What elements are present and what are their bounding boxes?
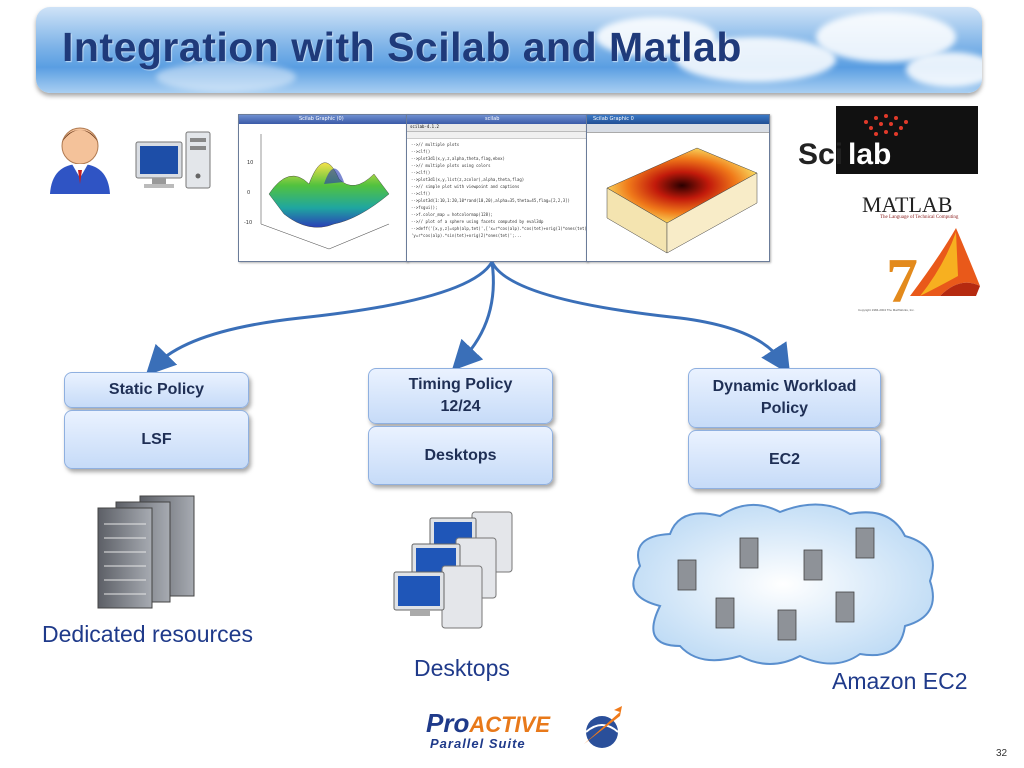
console-line: -->// simple plot with viewpoint and cap… [411, 184, 520, 189]
proactive-brand: ProActive [426, 708, 551, 738]
matlab-wordmark: MATLAB [862, 192, 953, 217]
console-line: -->// multiple plots [411, 142, 460, 147]
desktops-box: Desktops [368, 426, 553, 485]
page-number: 32 [996, 748, 1008, 759]
timing-policy-box: Timing Policy 12/24 [368, 368, 553, 424]
cloud-icon [632, 503, 934, 665]
amazon-ec2-caption: Amazon EC2 [832, 668, 968, 694]
console-line: -->plot3d1(x,y,list(z,zcolor),alpha,thet… [411, 177, 525, 182]
scilab-graphic-window: Scilab Graphic (0) 10 0 -10 [238, 114, 408, 262]
lsf-label: LSF [141, 430, 172, 448]
proactive-suite: Parallel Suite [430, 736, 526, 751]
console-line: -->clf() [411, 170, 431, 175]
svg-text:Sci: Sci [798, 138, 843, 171]
proactive-logo [584, 706, 622, 748]
console-line: -->plot3d1(x,y,z,alpha,theta,flag,ebox) [411, 156, 505, 161]
dynamic-workload-policy-box: Dynamic Workload Policy [688, 368, 881, 428]
ec2-box: EC2 [688, 430, 881, 489]
console-line: -->// multiple plots using colors [411, 163, 491, 168]
3d-surface-plot: 10 0 -10 [244, 134, 390, 250]
console-line: -->deff('[x,y,z]=sph(alp,tet)',['x=r*cos… [411, 226, 588, 231]
server-rack-icon [97, 495, 195, 609]
scilab-logo: Sci lab [798, 106, 978, 174]
console-line: -->fsgui(); [411, 205, 438, 210]
static-policy-label: Static Policy [108, 381, 205, 398]
title-banner [36, 7, 982, 93]
scilab-graphic-window-heat: Scilab Graphic 0 [586, 114, 770, 262]
svg-text:7: 7 [886, 245, 918, 314]
console-output: -->// multiple plots -->clf() -->plot3d1(x… [407, 139, 587, 241]
dedicated-resources-caption: Dedicated resources [42, 621, 253, 647]
console-line: -->clf() [411, 191, 431, 196]
heat-surface-plot [606, 147, 758, 254]
dynamic-workload-policy-label: Dynamic Workload Policy [712, 378, 857, 417]
matlab-tagline: The Language of Technical Computing [880, 215, 959, 220]
desktops-caption: Desktops [414, 655, 510, 681]
desktop-cluster-icon [393, 511, 513, 629]
svg-text:lab: lab [848, 138, 891, 171]
console-line: -->f.color_map = hotcolormap(128); [411, 212, 493, 217]
console-line: 'y=r*cos(alp).*sin(tet)+orig(2)*ones(tet… [411, 233, 522, 238]
matlab-copyright: Copyright 1984-2004 The MathWorks, Inc. [858, 308, 915, 312]
svg-text:0: 0 [247, 190, 250, 196]
slide-title: Integration with Scilab and Matlab [62, 24, 742, 70]
matlab-membrane-logo: 7 [886, 228, 980, 314]
console-line: -->clf() [411, 149, 431, 154]
console-line: -->plot3d(1:10,1:20,10*rand(10,20),alpha… [411, 198, 570, 203]
svg-text:10: 10 [247, 160, 253, 166]
console-line: -->// plot of a sphere using facets comp… [411, 219, 544, 224]
user-computer-icon [50, 127, 211, 194]
svg-text:-10: -10 [244, 220, 252, 226]
scilab-console-window: scilab scilab-4.1.2 -->// multiple plots… [406, 114, 588, 262]
static-policy-box: Static Policy [64, 372, 249, 408]
lsf-box: LSF [64, 410, 249, 469]
ec2-label: EC2 [768, 450, 801, 468]
timing-policy-label: Timing Policy 12/24 [408, 376, 513, 415]
desktops-label: Desktops [424, 446, 497, 464]
